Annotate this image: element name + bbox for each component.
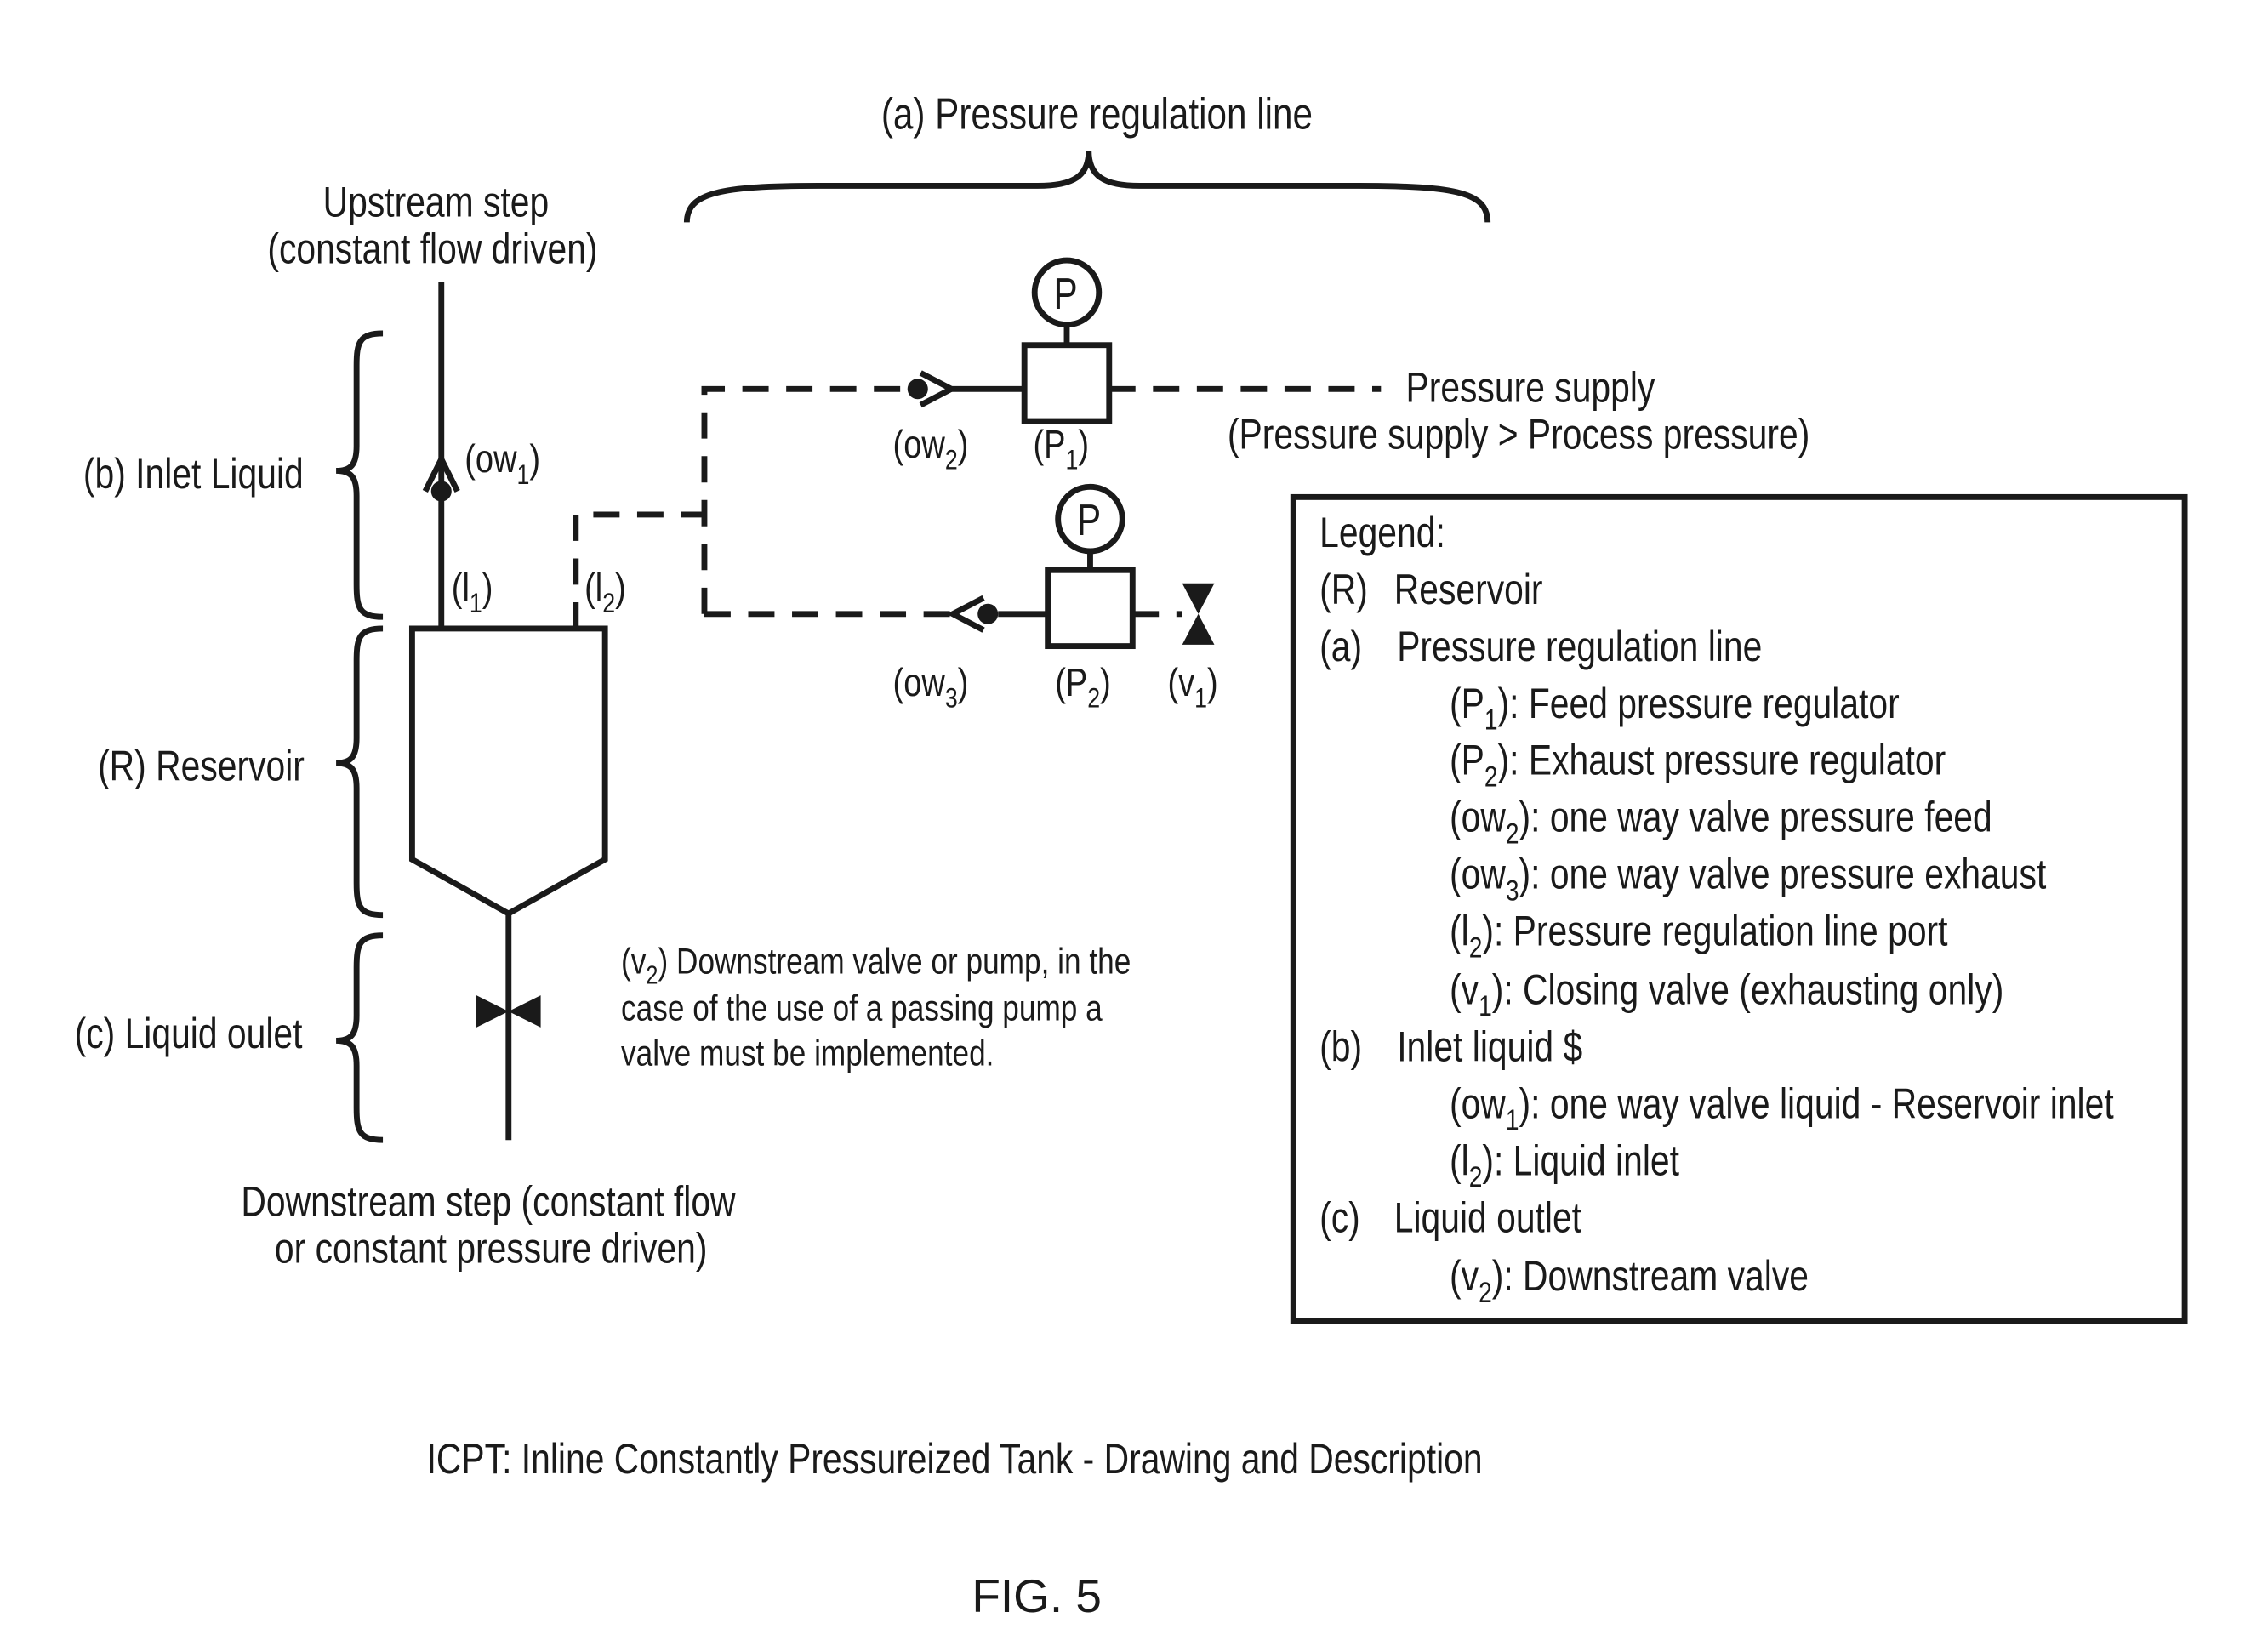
inlet-liquid-label: (b) Inlet Liquid bbox=[83, 450, 304, 498]
reservoir-tank bbox=[408, 625, 608, 917]
figure-label: FIG. 5 bbox=[972, 1569, 1102, 1622]
legend: Legend: (R) Reservoir (a) Pressure regul… bbox=[1319, 509, 2114, 1309]
pressure-supply-label-line1: Pressure supply bbox=[1406, 364, 1655, 412]
pressure-supply-label-line2: (Pressure supply > Process pressure) bbox=[1228, 411, 1809, 458]
v2-note-line2: case of the use of a passing pump a bbox=[621, 988, 1103, 1028]
legend-ow2-item: (ow2): one way valve pressure feed bbox=[1450, 794, 1992, 850]
l1-tag: (l1) bbox=[452, 566, 493, 619]
pressure-line-brace bbox=[683, 151, 1491, 223]
downstream-label-line2: or constant pressure driven) bbox=[275, 1225, 708, 1273]
legend-p2-item: (P2): Exhaust pressure regulator bbox=[1450, 737, 1946, 793]
p2-gauge-letter: P bbox=[1077, 495, 1101, 544]
legend-r-code: (R) bbox=[1319, 566, 1368, 613]
p2-regulator bbox=[1045, 567, 1136, 650]
legend-ow1-item: (ow1): one way valve liquid - Reservoir … bbox=[1450, 1080, 2114, 1136]
upstream-label-line1: Upstream step bbox=[323, 179, 550, 226]
ow1-tag: (ow1) bbox=[464, 437, 540, 491]
legend-a-code: (a) bbox=[1319, 623, 1362, 670]
p1-gauge-letter: P bbox=[1054, 269, 1078, 318]
pressure-line-title: (a) Pressure regulation line bbox=[881, 88, 1313, 138]
l2-tag: (l2) bbox=[584, 566, 626, 619]
liquid-outlet-brace bbox=[335, 932, 384, 1143]
v2-valve-icon bbox=[476, 995, 541, 1028]
p2-tag: (P2) bbox=[1055, 660, 1111, 714]
p2-pressure-gauge-icon bbox=[1055, 483, 1125, 555]
inlet-liquid-brace bbox=[335, 330, 384, 620]
p1-pressure-gauge-icon bbox=[1031, 257, 1103, 328]
downstream-label-line1: Downstream step (constant flow bbox=[241, 1178, 735, 1226]
legend-r-text: Reservoir bbox=[1394, 566, 1543, 613]
legend-v1-item: (v1): Closing valve (exhausting only) bbox=[1450, 966, 2003, 1022]
feed-branch-line bbox=[701, 385, 903, 614]
liquid-outlet-label: (c) Liquid oulet bbox=[75, 1010, 303, 1057]
p1-regulator bbox=[1021, 342, 1113, 424]
ow2-check-valve-icon bbox=[907, 370, 958, 408]
reservoir-label: (R) Reservoir bbox=[98, 743, 305, 790]
ow3-tag: (ow3) bbox=[893, 660, 969, 714]
ow1-check-valve-icon bbox=[422, 453, 460, 502]
legend-c-code: (c) bbox=[1319, 1194, 1360, 1242]
figure-caption: ICPT: Inline Constantly Pressureized Tan… bbox=[427, 1435, 1483, 1483]
legend-a-text: Pressure regulation line bbox=[1397, 623, 1762, 670]
l2-port-line bbox=[573, 511, 704, 629]
upstream-label-line2: (constant flow driven) bbox=[267, 225, 597, 273]
legend-b-text: Inlet liquid $ bbox=[1397, 1023, 1582, 1071]
legend-p1-item: (P1): Feed pressure regulator bbox=[1450, 680, 1900, 736]
legend-b-code: (b) bbox=[1319, 1023, 1362, 1071]
v1-valve-icon bbox=[1182, 583, 1215, 645]
legend-ow3-item: (ow3): one way valve pressure exhaust bbox=[1450, 851, 2047, 907]
v2-note-line3: valve must be implemented. bbox=[621, 1033, 994, 1073]
reservoir-brace bbox=[335, 625, 384, 919]
legend-v2-item: (v2): Downstream valve bbox=[1450, 1252, 1809, 1308]
v2-note-line1: (v2) Downstream valve or pump, in the bbox=[621, 941, 1131, 989]
legend-c-text: Liquid outlet bbox=[1394, 1194, 1582, 1242]
legend-l2-inlet-item: (l2): Liquid inlet bbox=[1450, 1137, 1679, 1193]
ow3-check-valve-icon bbox=[946, 595, 999, 633]
legend-title: Legend: bbox=[1319, 509, 1445, 556]
ow2-tag: (ow2) bbox=[893, 422, 969, 475]
legend-l2-port-item: (l2): Pressure regulation line port bbox=[1450, 908, 1948, 964]
p1-tag: (P1) bbox=[1033, 422, 1089, 475]
v1-tag: (v1) bbox=[1168, 660, 1218, 714]
legend-box bbox=[1290, 493, 2188, 1324]
